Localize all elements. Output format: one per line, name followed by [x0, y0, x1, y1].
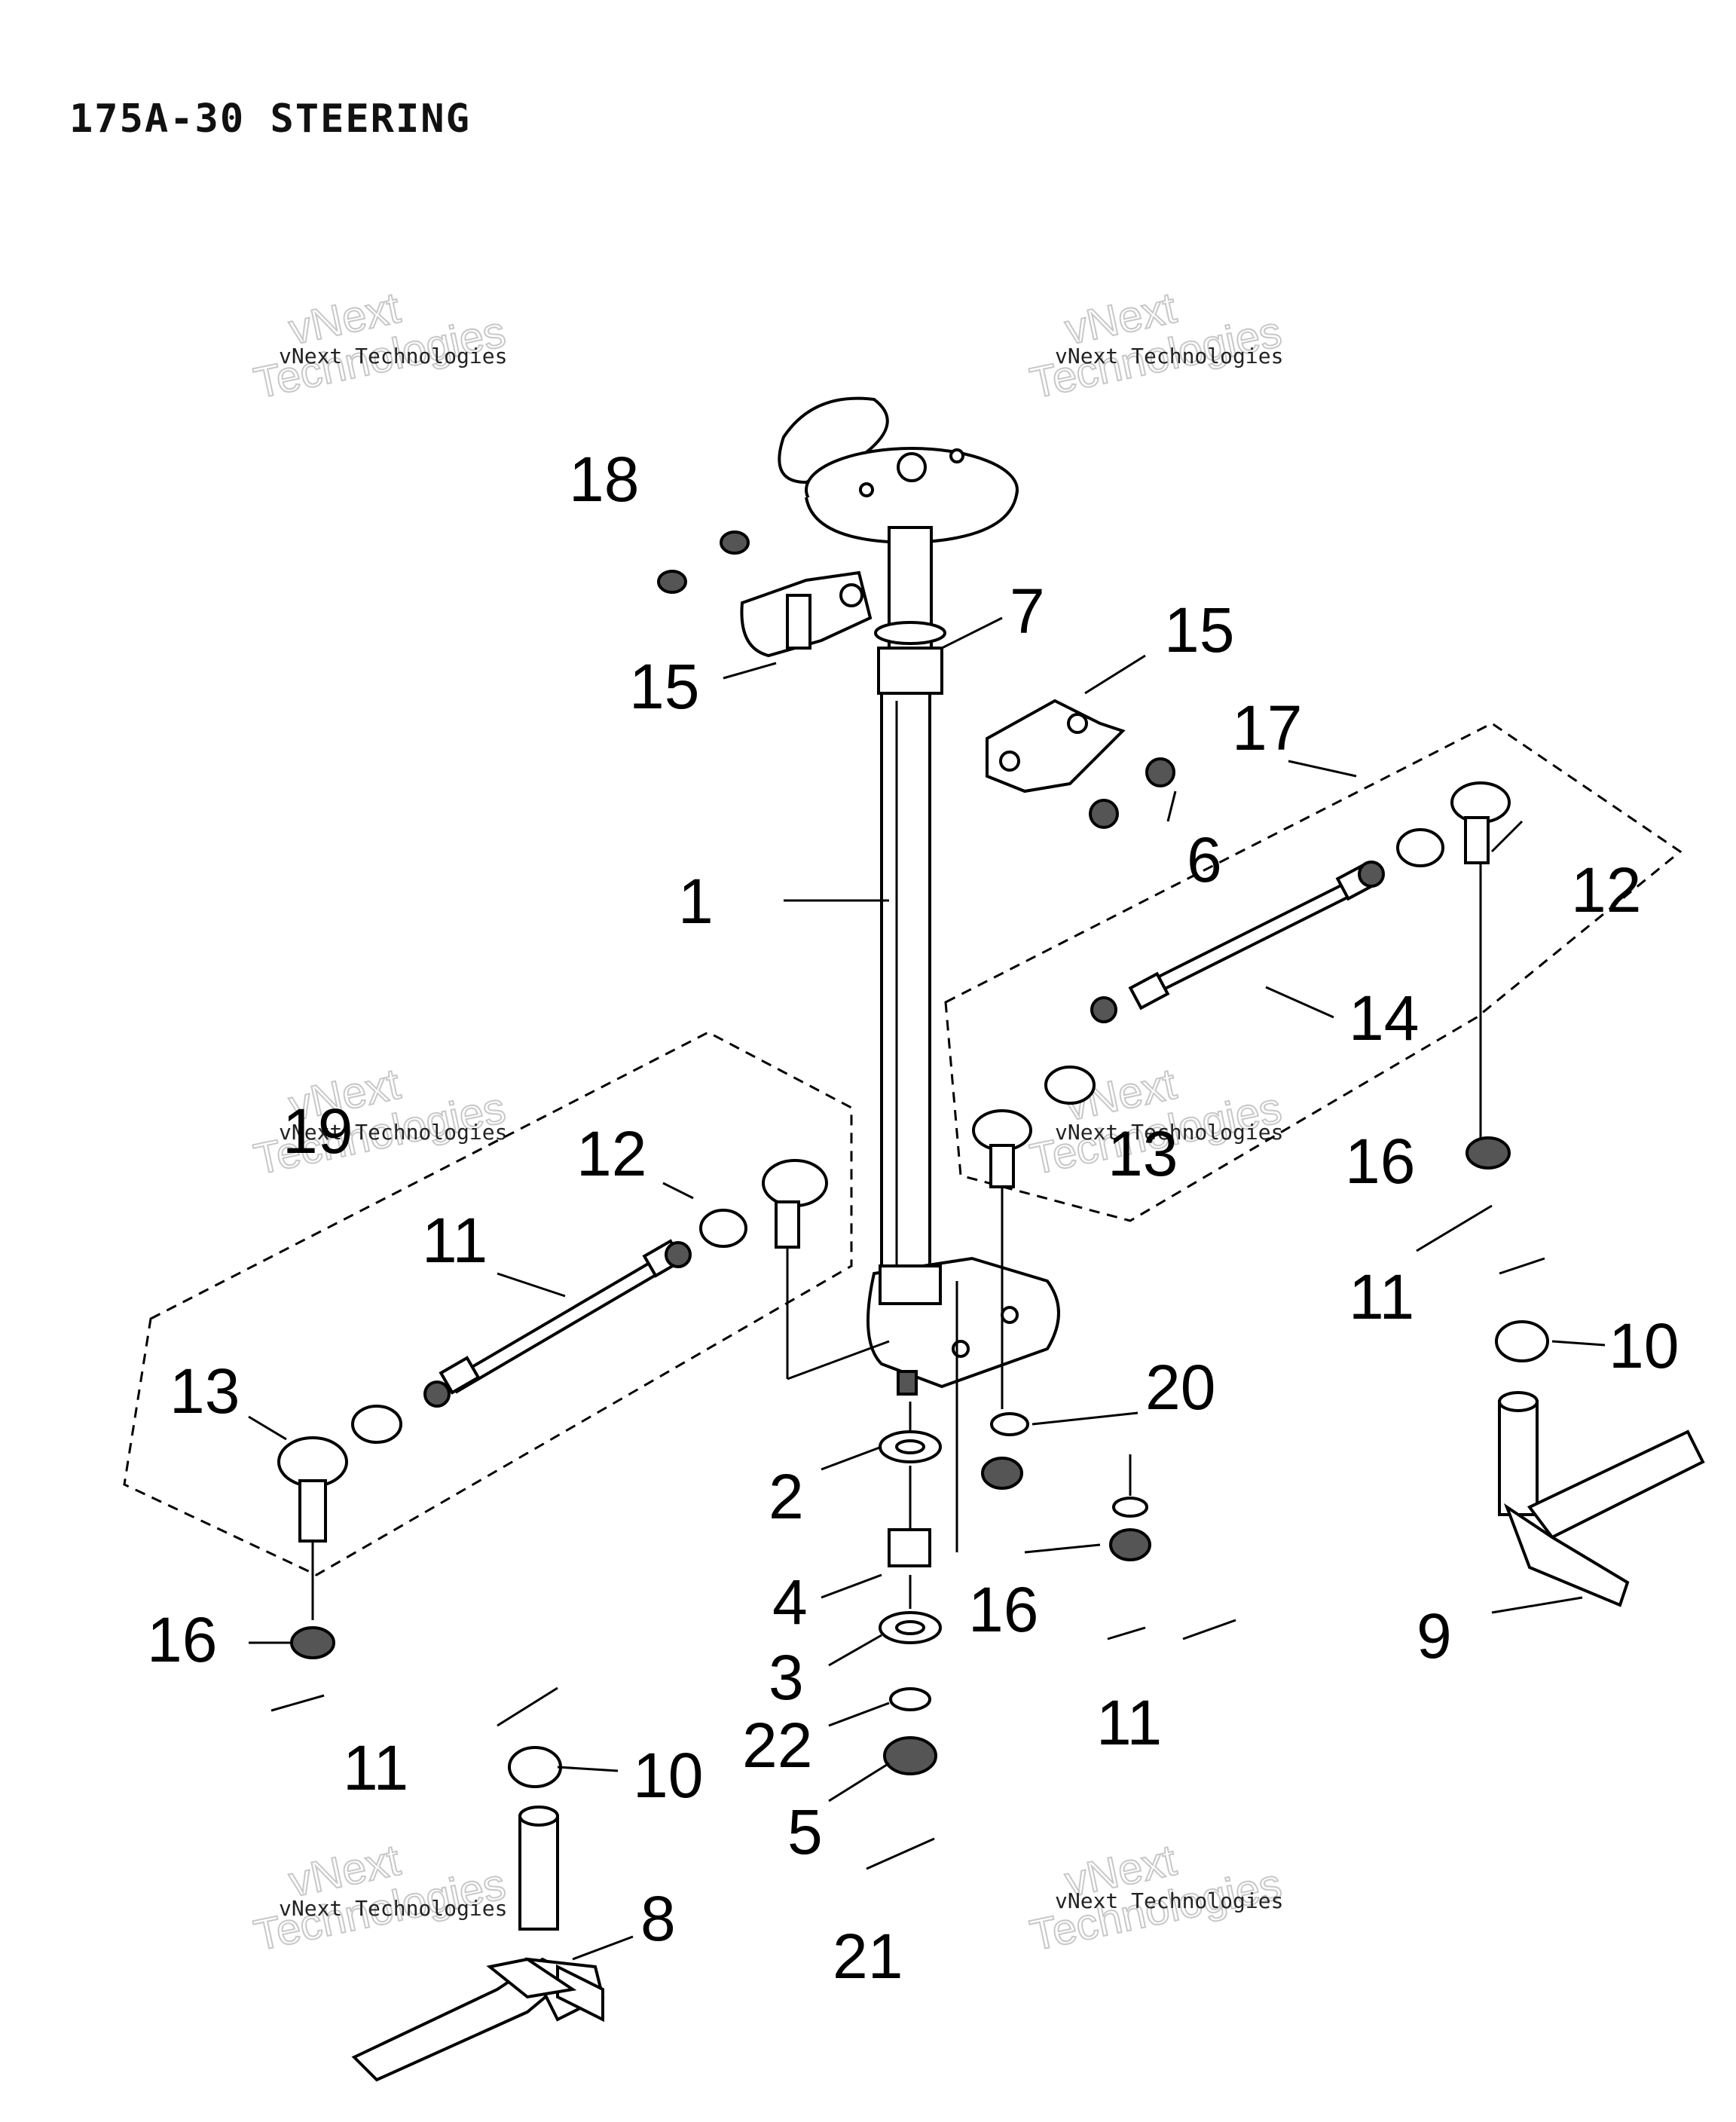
washers-part-20 [990, 1412, 1148, 1518]
callout-12: 12 [1571, 855, 1641, 925]
bracket-part-15-right [986, 699, 1126, 793]
callout-4: 4 [772, 1567, 808, 1637]
nut-part-16-left [290, 1626, 335, 1659]
callout-16: 16 [1345, 1126, 1415, 1197]
callout-16: 16 [968, 1574, 1038, 1645]
steering-knuckle-part-8 [351, 1806, 605, 2082]
callout-9: 9 [1417, 1601, 1452, 1671]
callout-17: 17 [1232, 693, 1302, 763]
diagram-title: 175A-30 STEERING [69, 96, 471, 142]
nut-part-10-right [1495, 1320, 1549, 1362]
watermark-text: vNext Technologies [1055, 344, 1283, 368]
callout-leaders [248, 616, 1606, 1961]
callout-13: 13 [1108, 1118, 1178, 1189]
callout-12: 12 [576, 1118, 646, 1189]
steering-handle-plate [778, 396, 1019, 545]
callout-18: 18 [569, 444, 639, 515]
watermark-text: vNext Technologies [1055, 1888, 1283, 1913]
callout-3: 3 [769, 1642, 804, 1713]
watermark-text: vNext Technologies [1055, 1120, 1283, 1145]
nut-part-16-right [1466, 1136, 1511, 1170]
nuts-part-16-center [981, 1457, 1151, 1561]
callout-14: 14 [1349, 983, 1419, 1053]
tie-rod-assembly-right [972, 781, 1511, 1409]
watermark-text: vNext Technologies [279, 344, 507, 368]
callout-22: 22 [742, 1710, 812, 1781]
kit-outline-17 [944, 722, 1683, 1222]
callout-11: 11 [343, 1732, 408, 1803]
collar-part-7 [874, 621, 946, 645]
callout-8: 8 [640, 1883, 676, 1954]
steering-knuckle-part-9 [1498, 1391, 1705, 1607]
watermark-text: vNext Technologies [279, 1120, 507, 1145]
callout-6: 6 [1187, 824, 1222, 895]
kit-outline-19 [123, 1031, 853, 1576]
bracket-part-15-left [740, 570, 873, 658]
callout-19: 19 [283, 1096, 353, 1166]
watermark-text: vNext Technologies [279, 1896, 507, 1921]
callout-21: 21 [833, 1921, 903, 1992]
steering-column-bottom-bracket [866, 1256, 1060, 1396]
cotter-pins-part-11 [270, 1204, 1545, 1727]
callout-11: 11 [422, 1205, 487, 1276]
callout-15: 15 [629, 651, 699, 722]
callout-13: 13 [170, 1356, 240, 1426]
callout-11: 11 [1349, 1261, 1414, 1332]
callout-15: 15 [1164, 595, 1234, 665]
callout-1: 1 [678, 866, 714, 937]
callout-2: 2 [769, 1461, 804, 1532]
bolts-part-18 [657, 530, 750, 594]
callout-11: 11 [1096, 1687, 1162, 1758]
nuts-part-6 [1089, 757, 1175, 829]
callout-labels: 18 15 7 15 17 6 1 12 14 13 16 19 12 11 1… [147, 444, 1679, 1992]
part-stack-column-bottom [866, 1402, 942, 1870]
nut-part-10-left [508, 1746, 562, 1788]
tie-rod-assembly-left [277, 1159, 890, 1620]
callout-10: 10 [1609, 1310, 1679, 1381]
callout-16: 16 [147, 1604, 217, 1675]
callout-5: 5 [787, 1796, 823, 1867]
callout-20: 20 [1145, 1352, 1215, 1423]
callout-7: 7 [1010, 576, 1045, 647]
steering-column-shaft [877, 526, 943, 1283]
callout-10: 10 [633, 1740, 703, 1811]
